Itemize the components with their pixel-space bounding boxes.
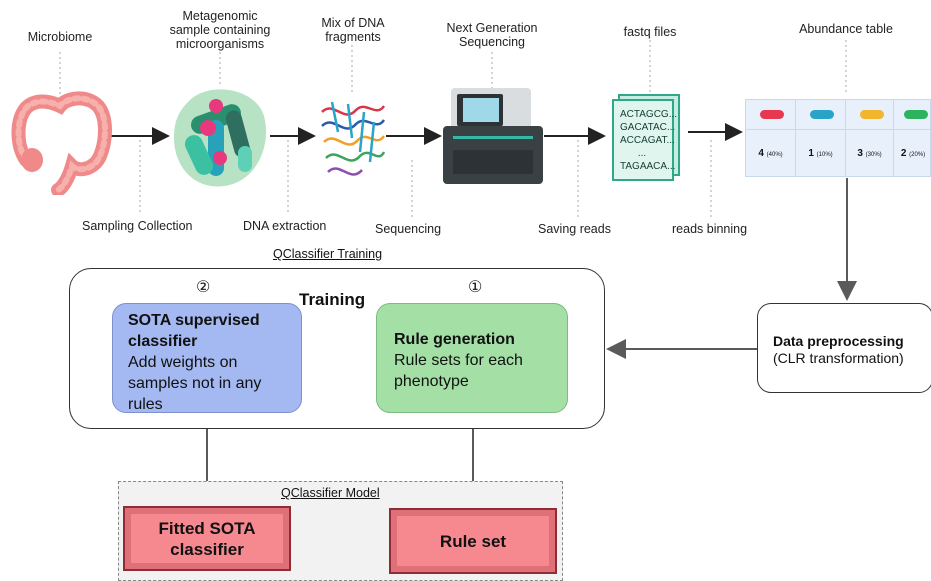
rule-set-box[interactable]: Rule set — [389, 508, 557, 574]
sota-desc: Add weights on samples not in any rules — [128, 354, 262, 413]
rule-gen-title: Rule generation — [394, 331, 515, 348]
stage-label-dna-mix: Mix of DNA fragments — [321, 16, 385, 44]
stage-label-ngs: Next Generation Sequencing — [446, 21, 538, 49]
bacterium-red-icon — [760, 110, 784, 119]
metagenomic-sample-icon — [174, 89, 267, 187]
training-box-title: Training — [299, 290, 366, 309]
bacterium-yellow-icon — [860, 110, 884, 119]
dna-fragments-icon — [321, 101, 386, 176]
abundance-count: 1 — [808, 148, 814, 159]
fitted-sota-classifier-box[interactable]: Fitted SOTA classifier — [123, 506, 291, 571]
stage-label-microbiome: Microbiome — [27, 30, 93, 44]
abundance-cell: 2 (20%) — [894, 100, 931, 176]
abundance-cell: 4 (40%) — [746, 100, 796, 176]
preprocessing-title: Data preprocessing — [773, 333, 904, 349]
abundance-cell: 1 (10%) — [796, 100, 846, 176]
bacterium-green-icon — [904, 110, 928, 119]
abundance-count: 3 — [857, 148, 863, 159]
model-section-title: QClassifier Model — [281, 486, 380, 500]
stage-label-metagenomic: Metagenomic sample containing microorgan… — [169, 9, 271, 51]
sota-classifier-box[interactable]: SOTA supervised classifier Add weights o… — [112, 303, 302, 413]
sequencer-icon — [443, 88, 543, 184]
rule-gen-desc: Rule sets for each phenotype — [394, 352, 523, 390]
step-label-sampling: Sampling Collection — [82, 219, 193, 233]
pipeline-arrows — [110, 123, 743, 145]
sota-title: SOTA supervised classifier — [128, 312, 260, 350]
step-label-extraction: DNA extraction — [243, 219, 327, 233]
preprocessing-desc: (CLR transformation) — [773, 350, 904, 366]
fastq-line: ACTAGCG... — [620, 109, 678, 120]
step-2-marker: ② — [196, 279, 211, 296]
bacterium-blue-icon — [810, 110, 834, 119]
step-label-binning: reads binning — [672, 222, 748, 236]
abundance-count: 4 — [758, 148, 764, 159]
fastq-file: ACTAGCG... GACATAC... ACCAGAT... ... TAG… — [612, 99, 678, 181]
fastq-line: ... — [637, 148, 647, 159]
stage-label-abundance: Abundance table — [799, 22, 893, 36]
abundance-cell: 3 (30%) — [846, 100, 894, 176]
abundance-count: 2 — [900, 148, 907, 159]
abundance-pct: (10%) — [816, 152, 833, 158]
step-label-saving: Saving reads — [538, 222, 611, 236]
abundance-table: 4 (40%) 1 (10%) 3 (30%) 2 (20%) — [745, 99, 931, 177]
abundance-divider — [746, 129, 931, 130]
fastq-line: GACATAC... — [620, 122, 676, 133]
data-preprocessing-box[interactable]: Data preprocessing (CLR transformation) — [757, 303, 931, 393]
abundance-pct: (40%) — [766, 152, 783, 158]
fastq-line: ACCAGAT... — [620, 135, 675, 146]
step-label-sequencing: Sequencing — [375, 222, 442, 236]
rule-generation-box[interactable]: Rule generation Rule sets for each pheno… — [376, 303, 568, 413]
step-1-marker: ① — [468, 279, 483, 296]
label-leaders — [59, 40, 847, 95]
training-section-title: QClassifier Training — [273, 247, 383, 261]
step-leaders — [139, 140, 712, 218]
colon-icon — [11, 91, 112, 195]
abundance-pct: (20%) — [909, 152, 926, 158]
abundance-pct: (30%) — [865, 152, 882, 158]
fastq-line: TAGAACA... — [620, 161, 676, 172]
stage-label-fastq: fastq files — [623, 25, 677, 39]
